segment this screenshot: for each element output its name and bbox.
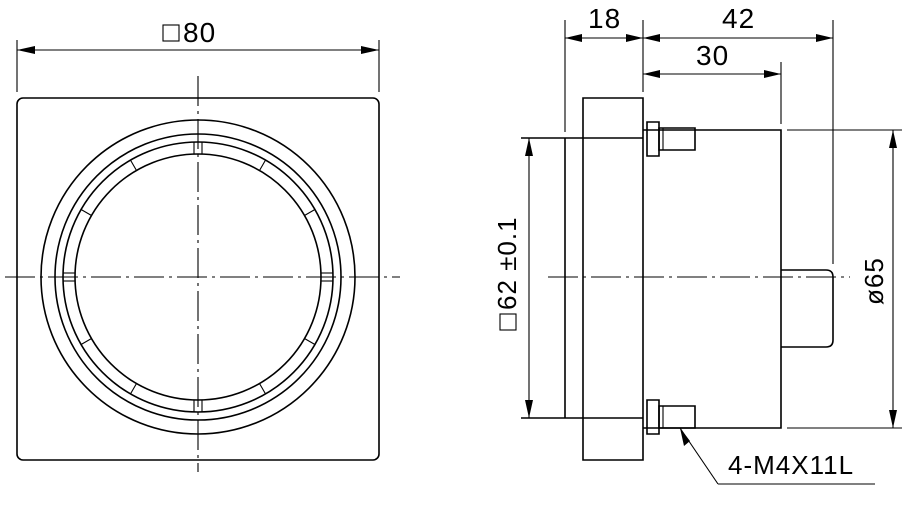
square-symbol-icon bbox=[499, 313, 517, 331]
screw-top bbox=[647, 122, 695, 156]
label-42: 42 bbox=[722, 3, 755, 34]
label-diameter-65: ø65 bbox=[859, 257, 889, 305]
leader-screw-spec: 4-M4X11L bbox=[679, 427, 875, 485]
rear-body bbox=[643, 130, 781, 428]
front-circle-2 bbox=[55, 134, 341, 420]
dimension-42: 42 bbox=[643, 3, 834, 264]
label-square-62: 62 ±0.1 bbox=[492, 216, 522, 310]
dimension-diameter-65: ø65 bbox=[787, 129, 902, 429]
dimension-30: 30 bbox=[643, 40, 782, 124]
front-circle-4 bbox=[75, 154, 321, 400]
front-view: 80 bbox=[5, 17, 400, 472]
label-18: 18 bbox=[588, 3, 621, 34]
dimension-square-80: 80 bbox=[16, 17, 380, 92]
front-circle-1 bbox=[41, 120, 355, 434]
label-30: 30 bbox=[696, 40, 729, 71]
screw-bottom bbox=[647, 400, 695, 434]
square-symbol-icon bbox=[162, 24, 180, 42]
dimension-square-62: 62 ±0.1 bbox=[492, 138, 533, 418]
label-screw-spec: 4-M4X11L bbox=[728, 450, 854, 480]
side-view: 18 42 30 62 ±0.1 bbox=[492, 3, 902, 485]
front-bezel-block bbox=[583, 98, 643, 460]
front-circle-3 bbox=[63, 142, 333, 412]
front-ring-ticks bbox=[63, 142, 333, 412]
dimension-18: 18 bbox=[564, 3, 644, 132]
label-square-80: 80 bbox=[183, 17, 216, 48]
rear-boss bbox=[781, 270, 833, 347]
